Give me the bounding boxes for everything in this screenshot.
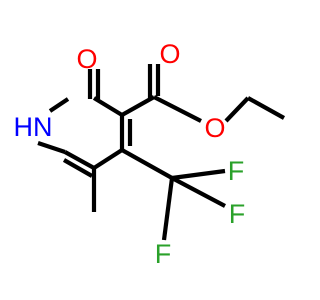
ester-ether-oxygen-label: O bbox=[204, 113, 225, 143]
cf3-bond-c-f1 bbox=[171, 168, 226, 181]
ring-bond-c5-c6 bbox=[63, 150, 96, 170]
fluorine-label-1: F bbox=[228, 156, 245, 186]
ring-bond-c2-c3 bbox=[92, 96, 124, 117]
bonds-group bbox=[37, 64, 286, 241]
fluorine-label-2: F bbox=[229, 199, 246, 229]
ester-bond-c-o bbox=[153, 95, 202, 123]
molecule-svg: O O O HN F F F bbox=[14, 39, 286, 269]
ring-bond-c4-c5 bbox=[92, 148, 124, 170]
ethyl-bond-ch2-ch3 bbox=[246, 96, 286, 120]
ester-bond-c3-c bbox=[120, 95, 156, 117]
ring-double-c5-c6 bbox=[62, 158, 94, 178]
carbonyl-oxygen-label: O bbox=[76, 44, 97, 74]
ring-bond-nh-c2 bbox=[48, 97, 70, 113]
cf3-bond-c-f3 bbox=[161, 177, 175, 241]
cf3-bond-c-f2 bbox=[171, 176, 226, 208]
structure-diagram: O O O HN F F F bbox=[13, 39, 286, 269]
atom-labels: O O O HN F F F bbox=[14, 39, 246, 269]
ester-carbonyl-oxygen-label: O bbox=[159, 39, 180, 69]
ring-bond-c6-n bbox=[37, 141, 66, 154]
ring-nitrogen-label: HN bbox=[14, 112, 53, 142]
fluorine-label-3: F bbox=[155, 239, 172, 269]
cf3-bond-c4-c bbox=[120, 148, 174, 180]
ethyl-bond-o-ch2 bbox=[224, 96, 250, 123]
